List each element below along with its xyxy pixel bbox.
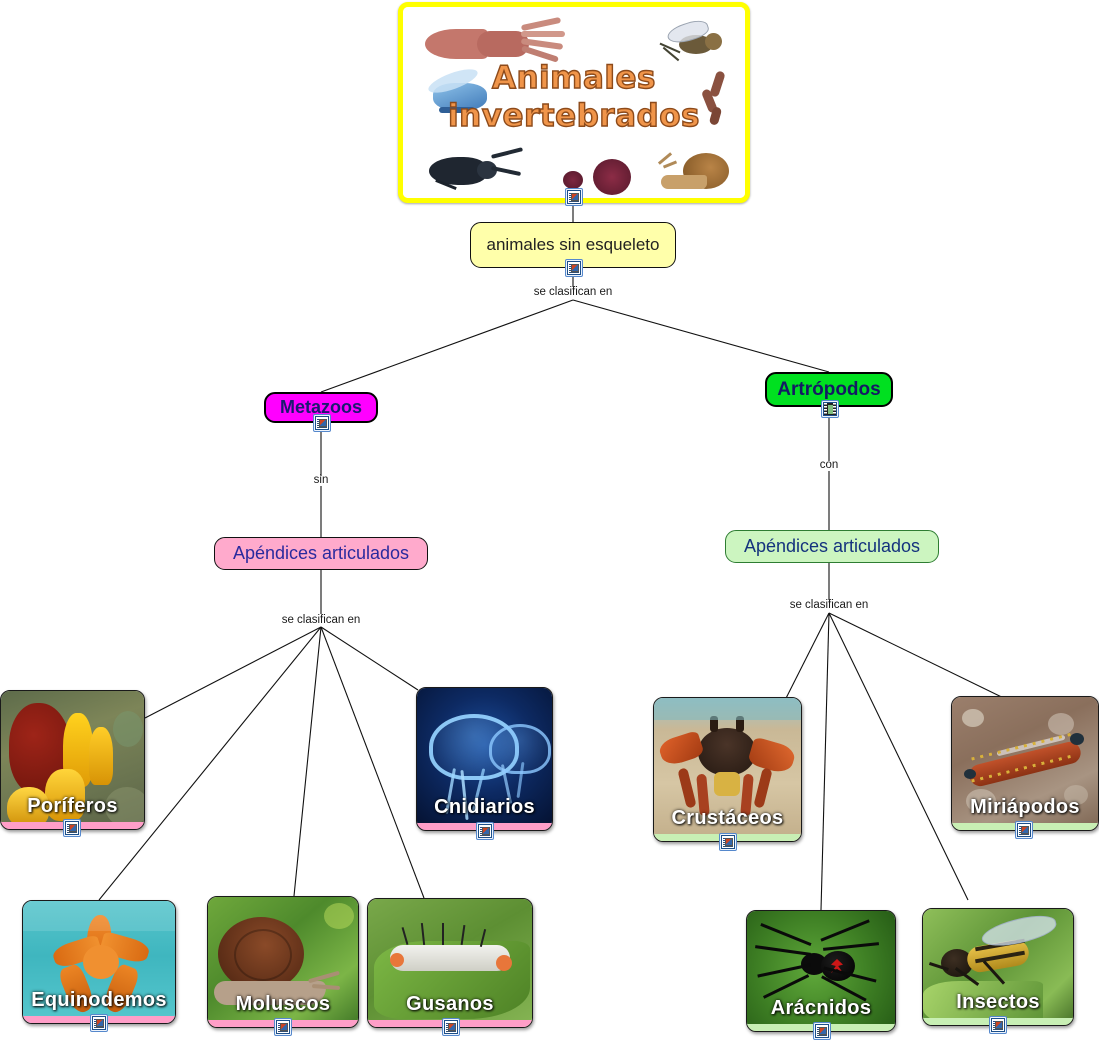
sin-esqueleto-resource-icon[interactable]: [565, 259, 583, 277]
metazoos-resource-icon[interactable]: [313, 414, 331, 432]
node-cnidiarios[interactable]: Cnidiarios: [416, 687, 553, 831]
cnidiarios-resource-icon[interactable]: [476, 822, 494, 840]
node-label: animales sin esqueleto: [486, 235, 660, 254]
cnidiarios-photo: [417, 688, 552, 830]
node-animales-sin-esqueleto[interactable]: animales sin esqueleto: [470, 222, 676, 268]
node-insectos[interactable]: Insectos: [922, 908, 1074, 1026]
equinodemos-photo: [23, 901, 175, 1023]
link-label-metazoos-clasifican: se clasifican en: [281, 614, 361, 626]
artropodos-resource-icon[interactable]: [821, 400, 839, 418]
miriapodos-photo: [952, 697, 1098, 830]
insectos-photo: [923, 909, 1073, 1025]
node-apendices-articulados-metazoos[interactable]: Apéndices articulados: [214, 537, 428, 570]
moluscos-photo: [208, 897, 358, 1027]
squid-illustration: [425, 16, 565, 73]
node-apendices-articulados-artropodos[interactable]: Apéndices articulados: [725, 530, 939, 563]
insectos-resource-icon[interactable]: [989, 1016, 1007, 1034]
node-label: Artrópodos: [777, 378, 881, 400]
jellyfish-illustration: [421, 64, 509, 121]
banner-title-line1: Animales: [491, 59, 656, 96]
miriapodos-resource-icon[interactable]: [1015, 821, 1033, 839]
node-label: Arácnidos: [770, 997, 872, 1019]
fly-illustration: [649, 16, 727, 69]
sea-urchin-illustration: [559, 155, 651, 198]
banner-artwork: Animales invertebrados: [403, 7, 745, 198]
node-label: Metazoos: [279, 397, 362, 417]
node-label: Miriápodos: [970, 796, 1080, 818]
node-label: Cnidiarios: [434, 796, 535, 818]
node-gusanos[interactable]: Gusanos: [367, 898, 533, 1028]
node-label: Equinodemos: [31, 989, 167, 1011]
aracnidos-photo: [747, 911, 895, 1031]
link-label-root-clasifican: se clasifican en: [533, 286, 613, 298]
node-miriapodos[interactable]: Miriápodos: [951, 696, 1099, 831]
node-label: Poríferos: [27, 795, 118, 817]
link-label-artropodos-con: con: [819, 459, 839, 471]
crustaceos-resource-icon[interactable]: [719, 833, 737, 851]
banner-title-line2: invertebrados: [447, 97, 700, 134]
node-label: Insectos: [956, 991, 1040, 1013]
equinodemos-resource-icon[interactable]: [90, 1014, 108, 1032]
node-label: Crustáceos: [671, 807, 784, 829]
root-banner-node[interactable]: Animales invertebrados: [398, 2, 750, 203]
node-aracnidos[interactable]: Arácnidos: [746, 910, 896, 1032]
poriferos-resource-icon[interactable]: [63, 819, 81, 837]
snail-illustration: [655, 147, 745, 197]
crustaceos-photo: [654, 698, 801, 841]
node-label: Apéndices articulados: [232, 543, 410, 563]
node-label: Moluscos: [235, 993, 331, 1015]
banner-title: Animales invertebrados: [403, 59, 745, 135]
root-resource-icon[interactable]: [565, 188, 583, 206]
gusanos-photo: [368, 899, 532, 1027]
node-label: Apéndices articulados: [743, 536, 921, 556]
link-label-artropodos-clasifican: se clasifican en: [789, 599, 869, 611]
node-crustaceos[interactable]: Crustáceos: [653, 697, 802, 842]
link-label-metazoos-sin: sin: [313, 474, 329, 486]
aracnidos-resource-icon[interactable]: [813, 1022, 831, 1040]
poriferos-photo: [1, 691, 144, 829]
node-label: Gusanos: [406, 993, 494, 1015]
gusanos-resource-icon[interactable]: [442, 1018, 460, 1036]
moluscos-resource-icon[interactable]: [274, 1018, 292, 1036]
node-moluscos[interactable]: Moluscos: [207, 896, 359, 1028]
node-equinodemos[interactable]: Equinodemos: [22, 900, 176, 1024]
node-poriferos[interactable]: Poríferos: [0, 690, 145, 830]
beetle-illustration: [419, 147, 529, 195]
